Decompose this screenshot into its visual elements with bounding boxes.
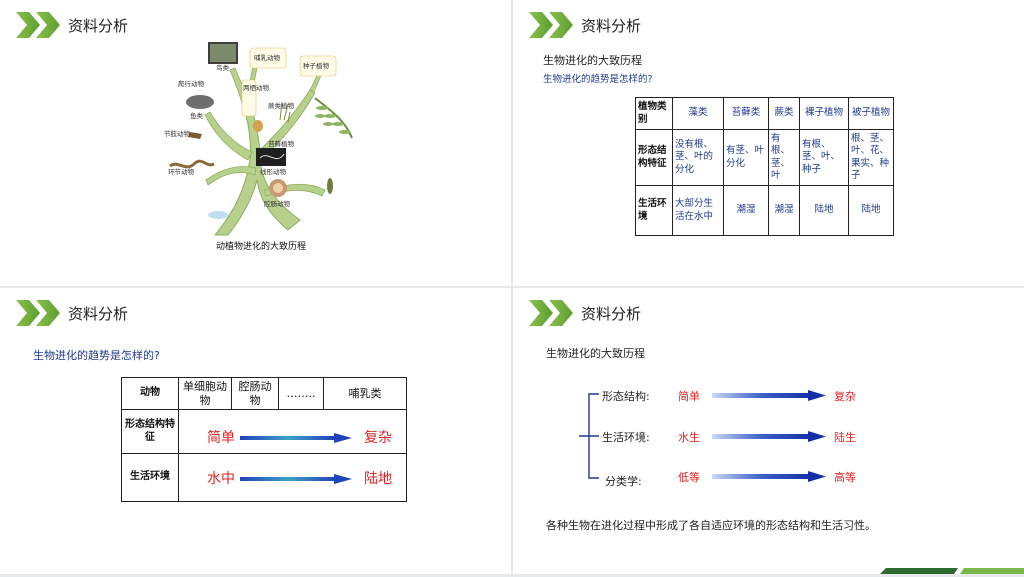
table-row: 动物 单细胞动物 腔肠动物 …….. 哺乳类 [121,377,407,410]
label-arthropod: 节肢动物 [164,129,191,138]
table-cell: 有根、茎、叶 [768,129,800,186]
double-chevron-icon [16,12,60,38]
label-nematode: 线形动物 [260,167,287,176]
row-label: 形态结构: [602,390,650,403]
slide-title: 资料分析 [68,17,129,35]
row-label: 分类学: [605,475,642,488]
footer-text: 各种生物在进化过程中形成了各自适应环境的形态结构和生活习性。 [546,519,876,532]
right-arrow-icon [240,433,352,443]
table-row-label: 形态结构特征 [121,409,179,454]
table-cell: 根、茎、叶、花、果实、种子 [848,129,894,186]
table-row-label: 形态结构特征 [635,129,673,186]
slide-title: 资料分析 [581,305,642,323]
table-header-cell: 藻类 [672,97,724,130]
right-arrow-icon [712,471,826,482]
table-cell: 潮湿 [768,185,800,236]
table-cell: 有根、茎、叶、种子 [799,129,849,186]
table-row-label: 生活环境 [635,185,673,236]
table-header-cell: 植物类别 [635,97,673,130]
annelid-image [169,159,215,169]
label-cnidarian: 腔肠动物 [264,199,291,208]
animal-trend-table: 动物 单细胞动物 腔肠动物 …….. 哺乳类 形态结构特征 生活环境 [121,377,407,502]
to-label: 陆生 [834,431,856,444]
plant-comparison-table: 植物类别 藻类 苔藓类 蕨类 裸子植物 被子植物 形态结构特征 没有根、茎、叶的… [635,97,894,236]
table-row: 形态结构特征 [121,409,407,454]
bracket [579,393,599,479]
right-arrow-icon [240,474,352,484]
to-label: 复杂 [834,390,856,403]
label-fern: 蕨类植物 [268,101,295,110]
table-row: 形态结构特征 没有根、茎、叶的分化 有茎、叶分化 有根、茎、叶 有根、茎、叶、种… [635,129,894,186]
label-amphibian: 两栖动物 [243,83,270,92]
from-label: 低等 [678,471,700,484]
heading: 生物进化的大致历程 [546,347,645,360]
right-arrow-icon [712,390,826,401]
fern-image [314,97,353,139]
table-row: 生活环境 大部分生活在水中 潮湿 潮湿 陆地 陆地 [635,185,894,236]
heading: 生物进化的大致历程 [543,54,642,67]
slide-3: 资料分析 生物进化的趋势是怎样的? 动物 单细胞动物 腔肠动物 …….. 哺乳类… [0,288,511,574]
arthropod-image [188,132,202,139]
double-chevron-icon [529,300,573,326]
double-chevron-icon [529,12,573,38]
label-bird: 鸟类 [216,63,230,72]
to-label: 陆地 [364,471,392,487]
table-header-cell: 蕨类 [768,97,800,130]
evolution-tree-diagram: 哺乳动物 种子植物 鸟类 爬行动物 两栖动物 蕨类植物 鱼类 节肢动物 苔藓植物… [164,42,353,236]
label-annelid: 环节动物 [168,167,195,176]
double-chevron-icon [16,300,60,326]
fish-image [186,95,214,109]
table-cell: 有茎、叶分化 [723,129,769,186]
right-arrow-icon [712,431,826,442]
table-row: 植物类别 藻类 苔藓类 蕨类 裸子植物 被子植物 [635,97,894,130]
question: 生物进化的趋势是怎样的? [33,349,160,362]
slide-4: 资料分析 生物进化的大致历程 形态结构: 简单 复杂 生活环境: 水生 陆生 分… [513,288,1024,574]
label-reptile: 爬行动物 [178,79,205,88]
question: 生物进化的趋势是怎样的? [543,74,653,85]
table-header-cell: …….. [278,377,324,410]
table-cell: 潮湿 [723,185,769,236]
moss-image [279,101,291,123]
to-label: 高等 [834,471,856,484]
table-cell: 陆地 [848,185,894,236]
slide-title: 资料分析 [581,17,642,35]
table-header-cell: 哺乳类 [323,377,407,410]
table-header-cell: 单细胞动物 [178,377,232,410]
table-row-label: 生活环境 [121,453,179,502]
table-cell: 没有根、茎、叶的分化 [672,129,724,186]
from-label: 简单 [207,430,235,446]
table-cell: 大部分生活在水中 [672,185,724,236]
table-header-cell: 裸子植物 [799,97,849,130]
tree-caption: 动植物进化的大致历程 [216,242,307,252]
table-cell: 陆地 [799,185,849,236]
label-moss: 苔藓植物 [268,139,295,148]
table-header-cell: 苔藓类 [723,97,769,130]
slide-1: 资料分析 [0,0,511,286]
label-mammal: 哺乳动物 [254,53,281,62]
label-seed-plant: 种子植物 [303,61,330,70]
from-label: 水中 [207,471,235,487]
decorative-stripe [880,568,1024,574]
to-label: 复杂 [364,430,392,446]
table-header-cell: 动物 [121,377,179,410]
slide-2: 资料分析 生物进化的大致历程 生物进化的趋势是怎样的? 植物类别 藻类 苔藓类 … [513,0,1024,286]
label-fish: 鱼类 [190,111,204,120]
slide-title: 资料分析 [68,305,129,323]
row-label: 生活环境: [602,431,650,444]
table-header-cell: 腔肠动物 [231,377,279,410]
table-header-cell: 被子植物 [848,97,894,130]
from-label: 简单 [678,390,700,403]
from-label: 水生 [678,431,700,444]
